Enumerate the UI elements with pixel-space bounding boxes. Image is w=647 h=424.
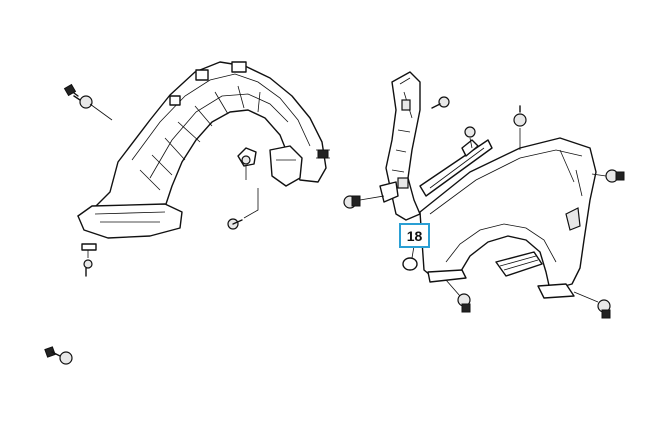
fender-bolt-bottom-right — [573, 291, 611, 319]
liner-clip-left — [81, 243, 97, 277]
part-number-label: 18 — [406, 227, 423, 244]
fender-bolt-right — [591, 169, 625, 183]
fender-bolt-bottom-center — [445, 279, 471, 313]
fender-liner — [77, 61, 327, 239]
bracket-bolt-left — [343, 195, 385, 209]
grommet — [402, 245, 418, 271]
fender-bolt-top — [513, 105, 527, 150]
part-number-callout[interactable]: 18 — [399, 223, 430, 248]
liner-screw-bottom — [227, 188, 259, 230]
bracket-bolt-top — [431, 96, 450, 109]
liner-bolt-top-left — [63, 83, 113, 121]
front-fender — [419, 137, 597, 299]
loose-bolt-bottom-left — [44, 346, 73, 365]
fender-top-rail — [419, 139, 493, 197]
liner-clip-center — [237, 147, 257, 180]
liner-clip-right — [316, 149, 330, 159]
insulator-pad — [495, 251, 543, 277]
fender-bracket — [379, 71, 421, 221]
fender-bolt-top-left — [464, 126, 476, 149]
